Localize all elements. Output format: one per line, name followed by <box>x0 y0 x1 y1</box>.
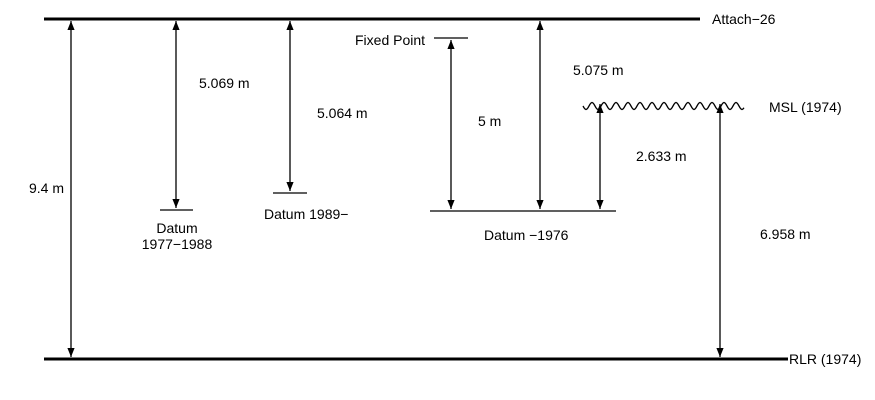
attach-label: Attach−26 <box>712 11 776 27</box>
datum-1977-label-line2: 1977−1988 <box>142 236 213 252</box>
datum-1976-label: Datum −1976 <box>484 227 569 243</box>
attach-to-datum-1977-value: 5.069 m <box>199 75 250 91</box>
datum-1989-label: Datum 1989− <box>264 206 348 222</box>
datum-1977-label-line1: Datum <box>156 220 197 236</box>
attach-to-datum-1989-value: 5.064 m <box>317 105 368 121</box>
msl-to-datum-1976-value: 2.633 m <box>636 148 687 164</box>
msl-label: MSL (1974) <box>769 99 842 115</box>
fixed-point-label: Fixed Point <box>355 32 425 48</box>
rlr-label: RLR (1974) <box>789 351 861 367</box>
attach-to-datum-1976-value: 5.075 m <box>573 62 624 78</box>
attach-to-rlr-value: 9.4 m <box>29 180 64 196</box>
fixed-point-to-datum-1976-value: 5 m <box>478 113 501 129</box>
msl-to-rlr-value: 6.958 m <box>760 226 811 242</box>
